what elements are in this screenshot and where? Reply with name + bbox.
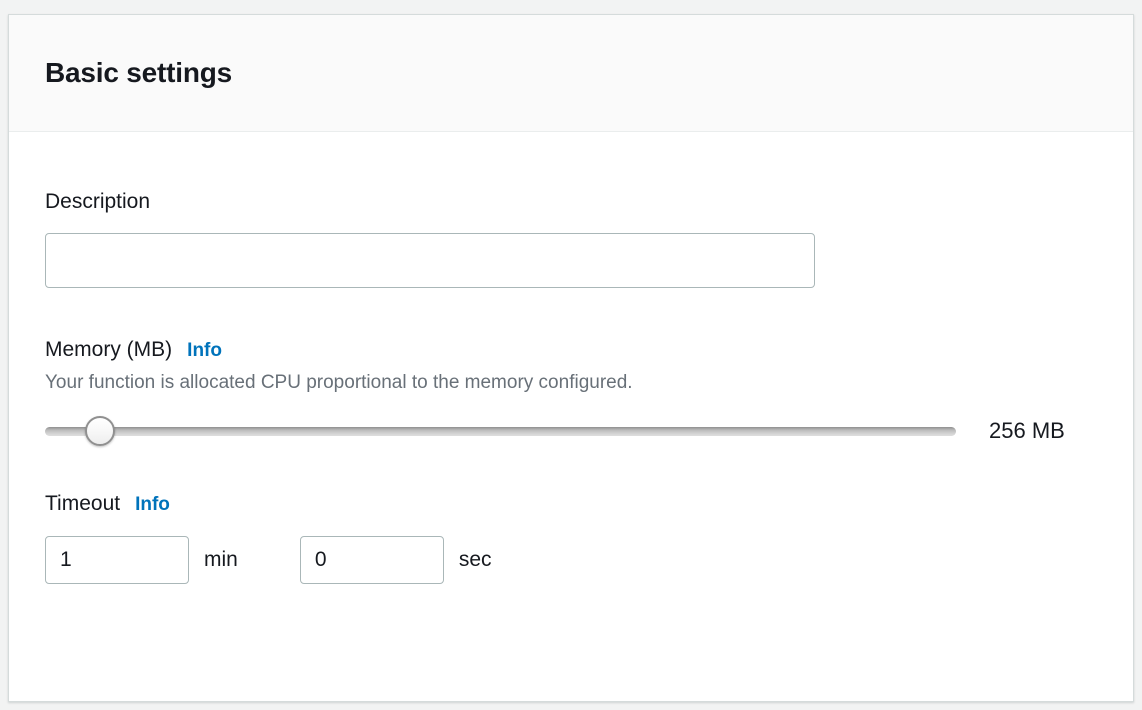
memory-label: Memory (MB) xyxy=(45,338,173,361)
memory-slider-track[interactable] xyxy=(45,426,956,436)
basic-settings-panel: Basic settings Description Memory (MB) I… xyxy=(8,14,1134,702)
timeout-minutes-input[interactable] xyxy=(45,536,189,584)
panel-body: Description Memory (MB) Info Your functi… xyxy=(9,132,1133,584)
panel-title: Basic settings xyxy=(45,57,233,88)
timeout-label: Timeout xyxy=(45,492,121,515)
memory-value: 256 MB xyxy=(989,418,1065,443)
memory-slider-thumb[interactable] xyxy=(84,416,115,446)
timeout-seconds-input[interactable] xyxy=(299,536,444,584)
description-label: Description xyxy=(45,190,151,213)
memory-slider-row: 256 MB xyxy=(45,416,1085,446)
memory-info-link[interactable]: Info xyxy=(187,340,222,361)
memory-slider[interactable] xyxy=(45,416,956,446)
description-field: Description xyxy=(45,190,1085,288)
description-input[interactable] xyxy=(45,233,815,288)
timeout-field: Timeout Info min sec xyxy=(45,492,1085,584)
timeout-seconds-unit-label: sec xyxy=(458,548,492,571)
panel-header: Basic settings xyxy=(9,15,1133,132)
memory-field: Memory (MB) Info Your function is alloca… xyxy=(45,338,1085,446)
timeout-inputs-row: min sec xyxy=(45,536,1085,584)
timeout-info-link[interactable]: Info xyxy=(135,494,170,515)
memory-help-text: Your function is allocated CPU proportio… xyxy=(45,372,633,393)
timeout-minutes-unit-label: min xyxy=(204,548,238,571)
